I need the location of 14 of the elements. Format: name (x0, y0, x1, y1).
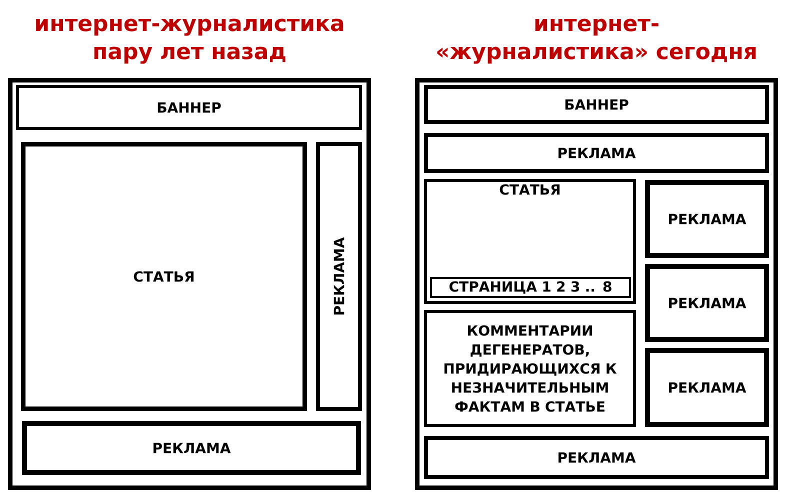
ad-block: РЕКЛАМА (424, 436, 769, 479)
ad-block: РЕКЛАМА (645, 264, 769, 342)
banner-block: БАННЕР (424, 85, 769, 124)
pagination-bar: СТРАНИЦА 1 2 3 .. 8 (430, 277, 631, 298)
ad-block: РЕКЛАМА (645, 180, 769, 258)
ad-block: РЕКЛАМА (22, 421, 361, 475)
ad-block: РЕКЛАМА (316, 142, 362, 411)
ad-block: РЕКЛАМА (645, 348, 769, 427)
page-title: интернет-журналистика пару лет назад (36, 18, 344, 64)
ad-block: РЕКЛАМА (424, 133, 769, 173)
article-block: СТАТЬЯ (21, 142, 307, 411)
page-title: интернет-«журналистика» сегодня (437, 18, 756, 64)
comments-block: КОММЕНТАРИИ ДЕГЕНЕРАТОВ, ПРИДИРАЮЩИХСЯ К НЕЗНАЧИТЕЛЬНЫМ ФАКТАМ В СТАТЬЕ (424, 310, 636, 427)
banner-block: БАННЕР (16, 85, 362, 130)
